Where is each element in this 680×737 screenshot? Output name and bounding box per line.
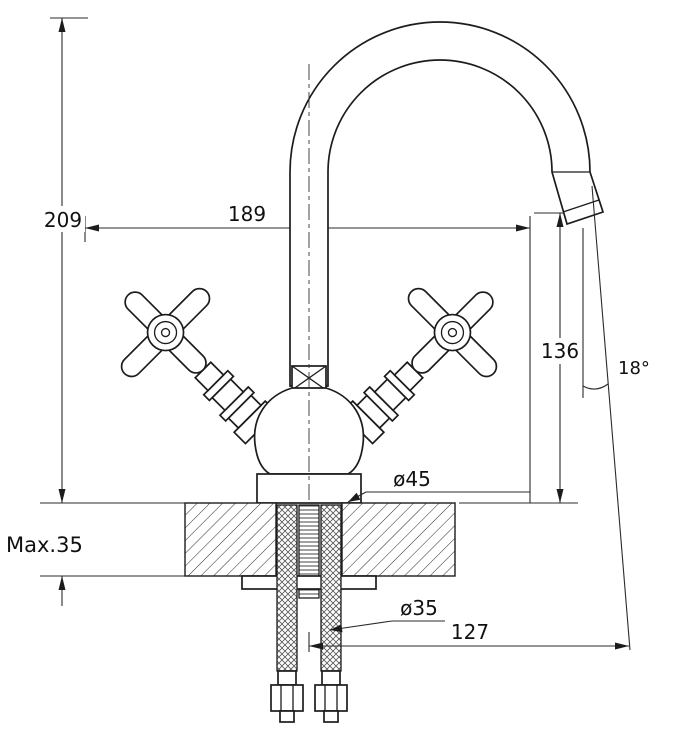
arrowhead: [309, 642, 323, 650]
hole-diameter-label: ø35: [400, 596, 438, 620]
mounting-flange: [241, 575, 377, 590]
annotations: 209 189 136 18° ø45 Max.35 ø35 127: [6, 185, 650, 652]
left-supply-hose: [270, 504, 304, 723]
arrowhead: [516, 224, 530, 232]
label-mask: [41, 206, 85, 232]
arrowhead: [58, 489, 66, 503]
hose-collar: [277, 670, 297, 686]
hose-collar: [321, 670, 341, 686]
hose-braid: [276, 504, 298, 672]
base-diameter-label: ø45: [393, 467, 431, 491]
dimension-lines-under: [40, 17, 578, 606]
arrowhead: [330, 624, 343, 633]
arrowhead: [85, 224, 99, 232]
dim-136-label: 136: [541, 339, 579, 363]
arrowhead: [348, 492, 361, 502]
hose-stub: [279, 710, 295, 723]
angle-label: 18°: [618, 358, 650, 379]
hose-stub: [323, 710, 339, 723]
arrowhead: [58, 576, 66, 590]
hose-nut: [314, 684, 348, 712]
spout-axis-line: [591, 185, 631, 651]
faucet: [86, 21, 605, 504]
reach-label: 127: [451, 620, 489, 644]
arrowhead: [556, 489, 564, 503]
arrowhead: [556, 213, 564, 227]
max-thickness-label: Max.35: [6, 533, 83, 557]
countertop-left: [184, 502, 277, 577]
dim-189-label: 189: [228, 202, 266, 226]
hose-nut: [270, 684, 304, 712]
angle-arc: [582, 383, 609, 390]
dim-209-label: 209: [44, 208, 82, 232]
arrowhead: [58, 18, 66, 32]
threaded-tailpiece: [298, 504, 320, 599]
arrowhead: [615, 642, 629, 650]
countertop-right: [341, 502, 456, 577]
label-mask: [538, 338, 582, 364]
spout: [289, 21, 605, 387]
